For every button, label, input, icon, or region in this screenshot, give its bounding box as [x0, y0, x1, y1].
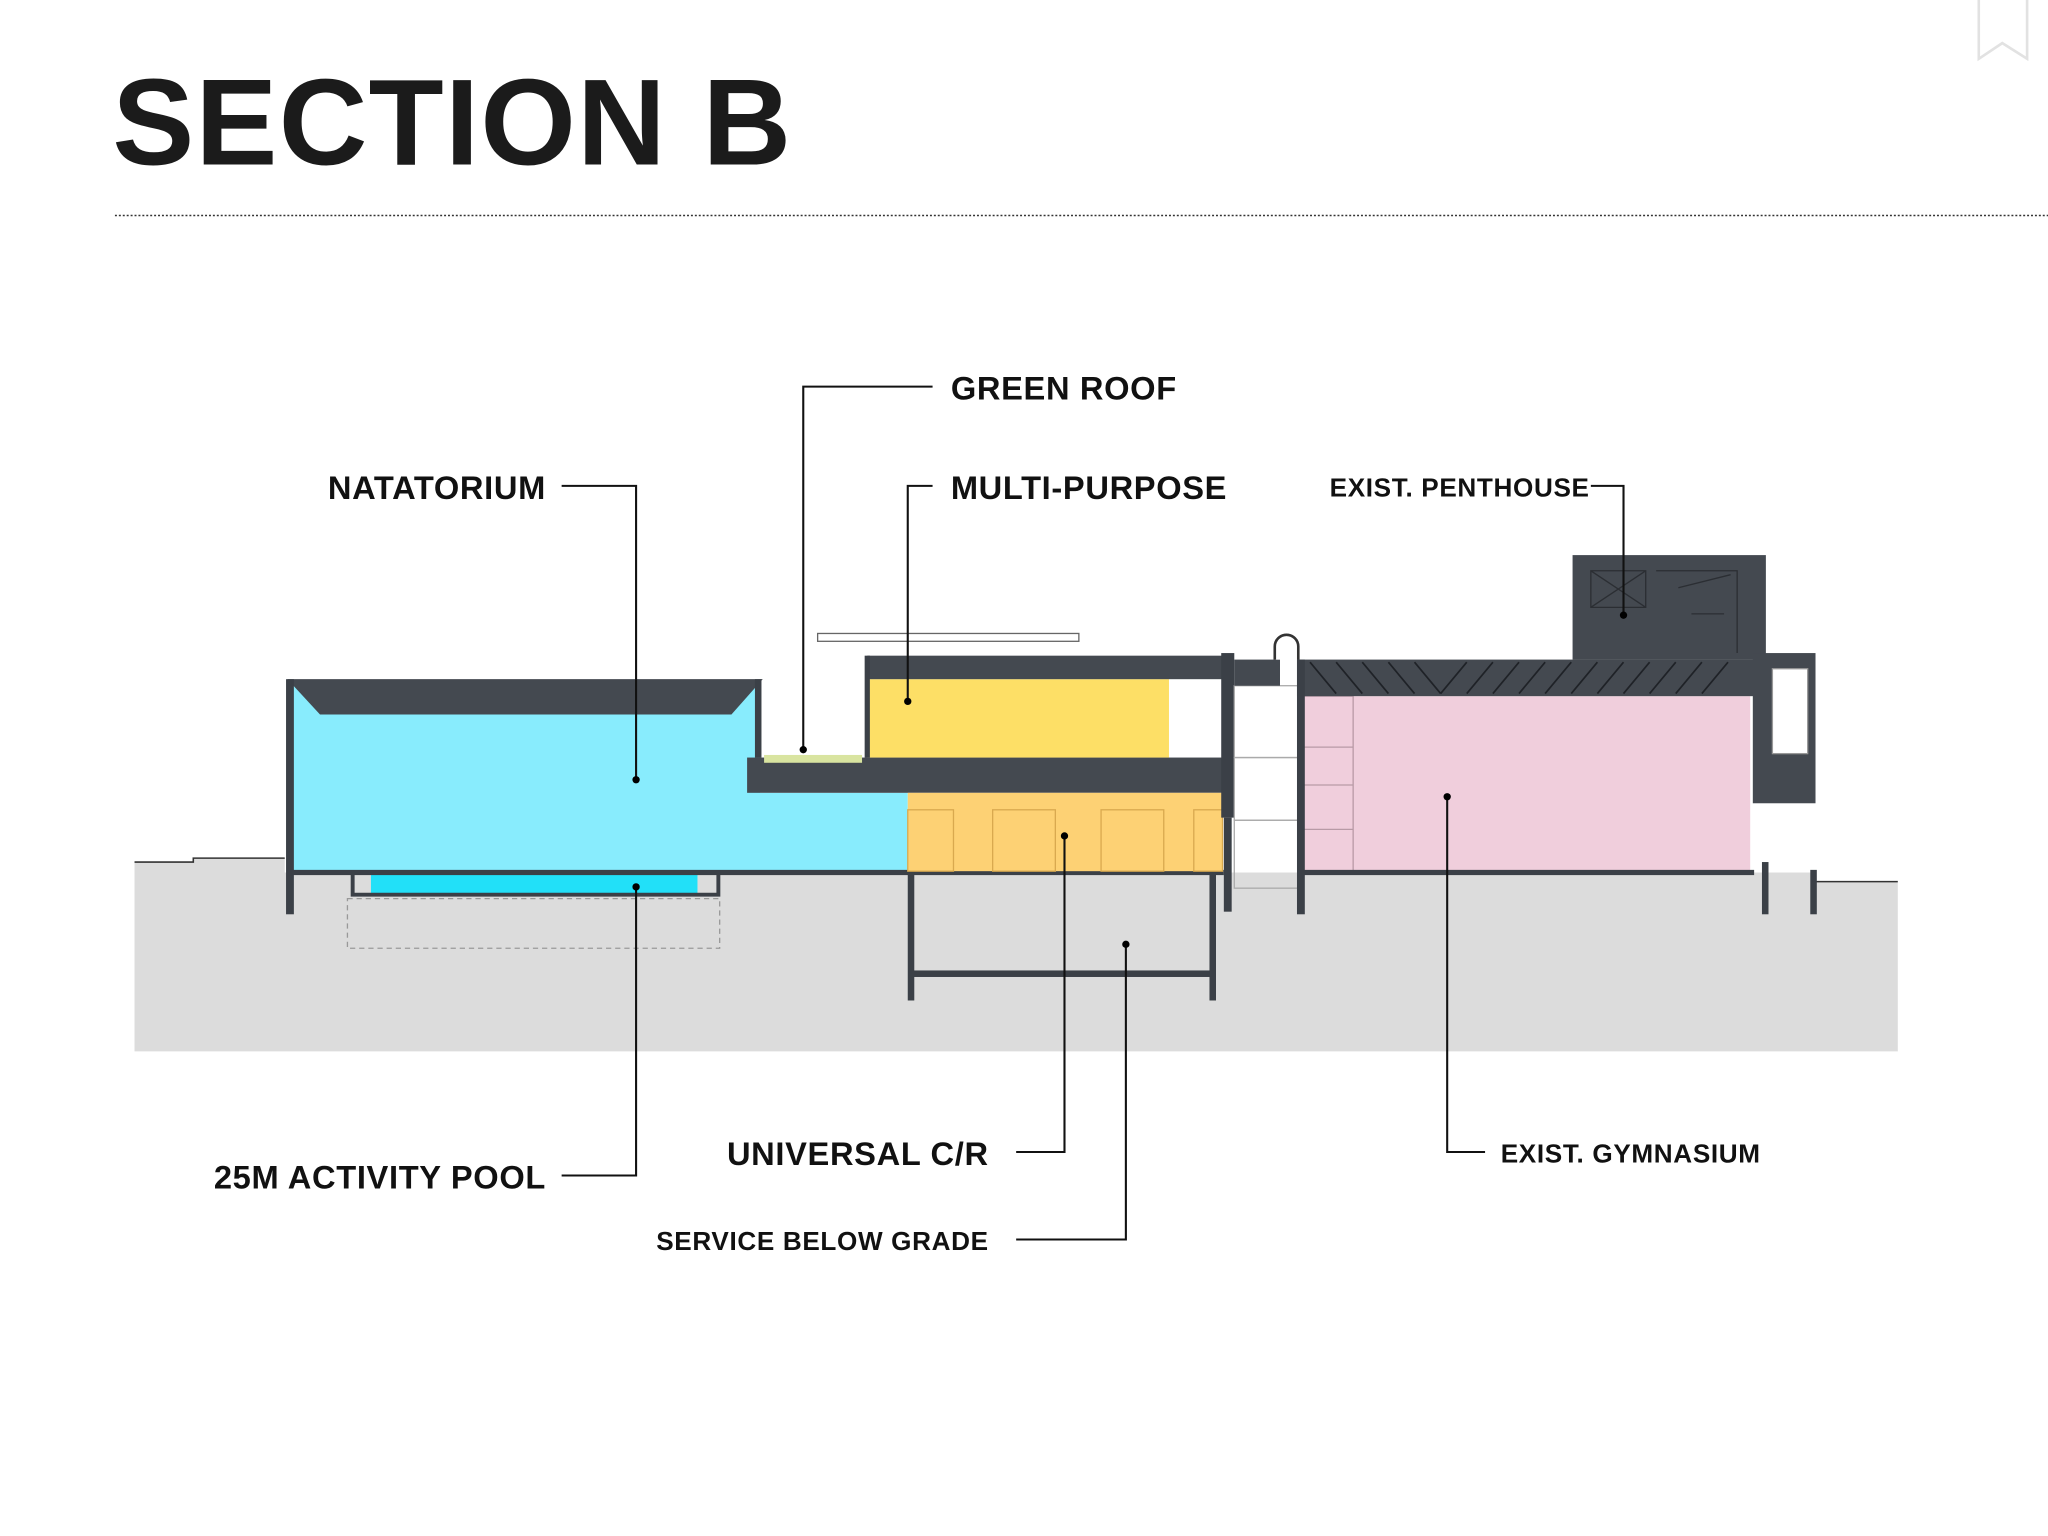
natatorium-roof: [287, 679, 763, 715]
gym-wall-left: [1296, 659, 1305, 915]
gymnasium-space: [1303, 696, 1751, 873]
label-green-roof: GREEN ROOF: [951, 370, 1177, 407]
connector-wall: [1223, 817, 1232, 912]
page-title: SECTION B: [112, 55, 792, 192]
multi-purpose-space: [867, 679, 1169, 758]
leader-multi-purpose: [906, 484, 933, 702]
multi-purpose-wall: [864, 655, 870, 758]
penthouse-equipment: [1590, 570, 1738, 654]
label-multi-purpose: MULTI-PURPOSE: [951, 469, 1227, 506]
skylight: [1273, 633, 1300, 660]
natatorium-space: [289, 681, 908, 873]
leader-green-roof: [802, 385, 933, 750]
service-below-grade-structure: [907, 872, 1216, 1001]
site-post: [1810, 869, 1817, 915]
gym-truss: [1296, 659, 1757, 697]
ground-line: [134, 857, 1898, 883]
leader-natatorium: [561, 484, 638, 780]
natatorium-wall-right: [754, 679, 762, 758]
label-exist-penthouse: EXIST. PENTHOUSE: [1330, 472, 1590, 502]
leader-dot: [904, 697, 912, 706]
leader-universal-cr: [1016, 835, 1066, 1154]
label-natatorium: NATATORIUM: [328, 469, 546, 506]
leader-dot: [799, 746, 807, 754]
cr-stalls: [907, 809, 1224, 872]
connector-roof: [1234, 659, 1280, 686]
east-annex-window: [1771, 668, 1809, 755]
pool-footing: [346, 897, 721, 949]
bookmark-icon[interactable]: [1977, 0, 2029, 62]
label-universal-cr: UNIVERSAL C/R: [727, 1135, 989, 1172]
leader-dot: [1060, 832, 1069, 840]
leader-gymnasium: [1446, 796, 1486, 1154]
green-roof: [764, 754, 863, 763]
leader-dot: [1619, 611, 1628, 619]
core-wall: [1221, 653, 1235, 818]
leader-dot: [632, 776, 640, 784]
gym-floor: [1303, 869, 1755, 876]
label-activity-pool: 25M ACTIVITY POOL: [214, 1159, 546, 1196]
gym-footing-right: [1761, 862, 1769, 915]
floor-slab: [289, 869, 1224, 876]
canopy: [816, 632, 1080, 642]
truss-diagonals: [1309, 661, 1729, 695]
leader-dot: [1443, 793, 1451, 801]
pool-tank: [350, 872, 721, 897]
activity-pool: [370, 872, 698, 895]
link-roof-slab: [747, 757, 1223, 793]
label-service-below-grade: SERVICE BELOW GRADE: [656, 1226, 989, 1256]
leader-service: [1016, 944, 1127, 1241]
natatorium-wall-left: [286, 679, 294, 915]
leader-dot: [632, 883, 640, 891]
leader-dot: [1122, 940, 1130, 948]
connector: [1233, 685, 1301, 889]
leader-penthouse: [1590, 484, 1625, 616]
multi-purpose-roof: [867, 655, 1223, 680]
ground: [134, 858, 1898, 1052]
label-exist-gymnasium: EXIST. GYMNASIUM: [1501, 1138, 1761, 1168]
leader-activity-pool: [561, 886, 638, 1177]
